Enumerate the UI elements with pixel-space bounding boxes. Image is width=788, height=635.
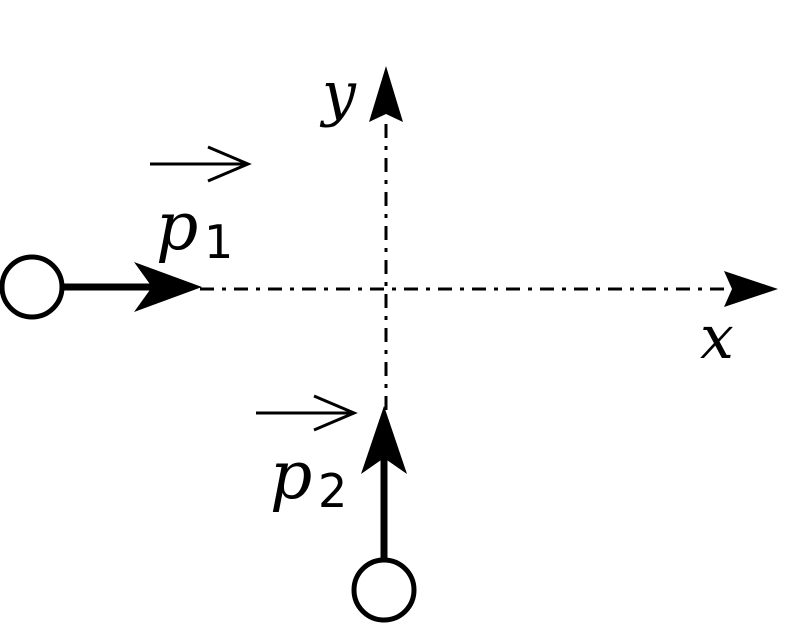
p2-label-symbol: p bbox=[270, 437, 312, 514]
p2-momentum-arrowhead bbox=[361, 406, 407, 474]
p2-label-index: 2 bbox=[318, 464, 347, 518]
y-axis-label: y bbox=[319, 59, 357, 129]
p1-label-symbol: p bbox=[156, 188, 198, 265]
p1-label-index: 1 bbox=[204, 215, 233, 269]
particle-2 bbox=[351, 557, 417, 623]
particle-1 bbox=[0, 254, 65, 320]
p1-vector-arrow-head bbox=[207, 145, 252, 183]
p1-momentum-arrowhead bbox=[134, 262, 202, 312]
x-axis-label: x bbox=[700, 303, 734, 373]
p2-vector-arrow-head bbox=[313, 394, 358, 432]
y-axis-arrowhead bbox=[369, 66, 403, 122]
x-axis-arrowhead bbox=[724, 271, 778, 307]
